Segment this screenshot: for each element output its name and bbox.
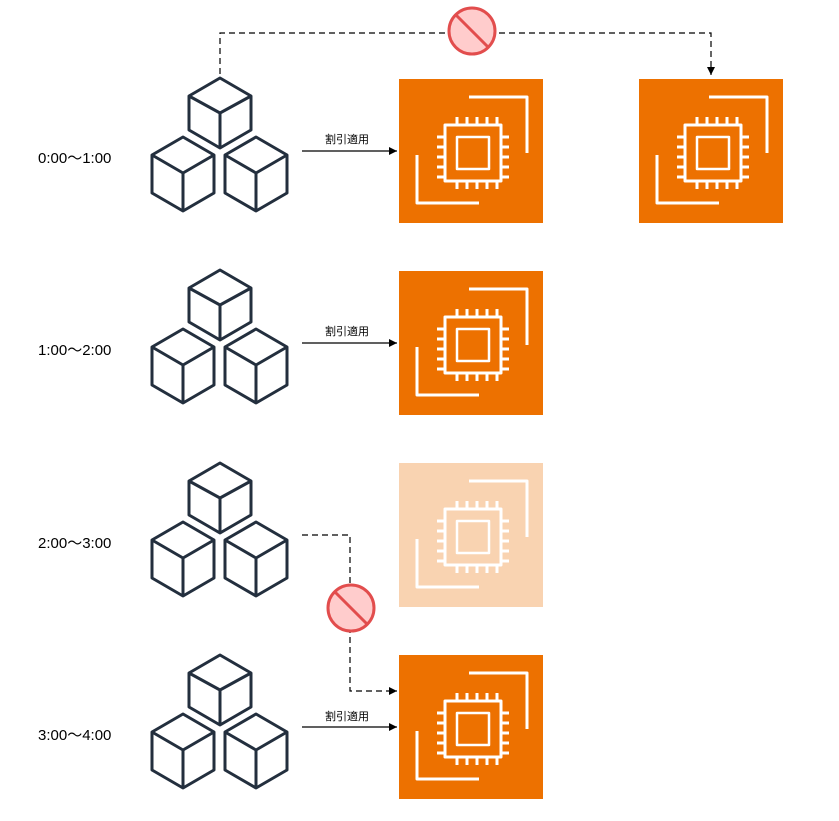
cubes-icon <box>150 461 289 598</box>
cubes-icon <box>150 653 289 790</box>
row-time-label: 3:00〜4:00 <box>38 727 111 744</box>
ec2-instance-icon <box>639 79 783 223</box>
row-time-label: 2:00〜3:00 <box>38 535 111 552</box>
prohibited-icon <box>447 6 497 56</box>
prohibited-icon <box>326 583 376 633</box>
row-time-label: 0:00〜1:00 <box>38 150 111 167</box>
ec2-instance-icon-faded <box>399 463 543 607</box>
dashed-connector-top <box>219 32 715 75</box>
edge-label: 割引適用 <box>325 709 369 723</box>
ec2-instance-icon <box>399 655 543 799</box>
edge-label: 割引適用 <box>325 324 369 338</box>
cubes-icon <box>150 268 289 405</box>
cubes-icon <box>150 76 289 213</box>
ec2-instance-icon <box>399 79 543 223</box>
edge-label: 割引適用 <box>325 132 369 146</box>
row-time-label: 1:00〜2:00 <box>38 342 111 359</box>
ec2-instance-icon <box>399 271 543 415</box>
